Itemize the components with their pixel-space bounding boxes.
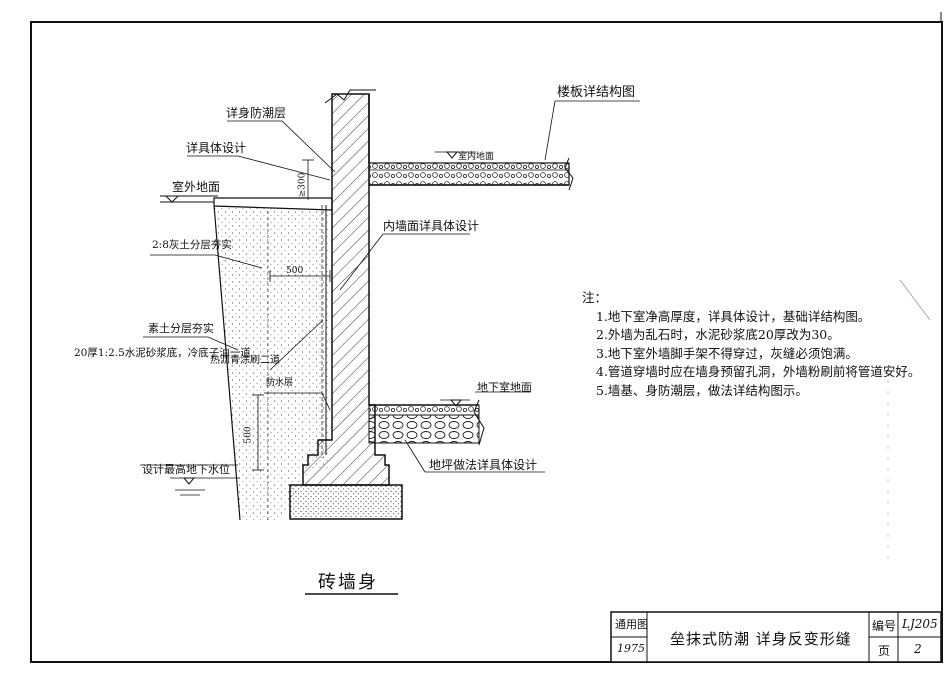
note-item: 3.地下室外墙脚手架不得穿过，灰缝必须饱满。	[596, 345, 858, 361]
title-block-page-label: 页	[878, 644, 891, 658]
clay-backfill	[214, 205, 330, 520]
label-design-water-level: 设计最高地下水位	[142, 463, 230, 476]
notes-heading: 注：	[582, 290, 608, 305]
outdoor-ground-marker	[164, 195, 180, 203]
label-outdoor-ground: 室外地面	[172, 180, 221, 194]
indoor-ground-marker	[445, 151, 459, 159]
sheet-border	[30, 21, 943, 663]
title-block-sheet-label: 编号	[872, 619, 897, 633]
water-level-marker	[182, 477, 196, 485]
label-plain-clay: 素土分层夯实	[148, 322, 214, 335]
label-wall-body-waterproof: 详身防潮层	[226, 106, 287, 120]
drawing-title: 砖墙身	[318, 572, 378, 593]
label-mortar-plaster: 20厚1:2.5水泥砂浆底，冷底子油一道	[74, 347, 251, 359]
label-specific-design: 详具体设计	[186, 141, 247, 155]
notes: 注： 1.地下室净高厚度，详具体设计，基础详结构图。 2.外墙为乱石时，水泥砂浆…	[582, 289, 920, 400]
title-block-year: 1975	[617, 642, 645, 655]
label-floor-method: 地坪做法详具体设计	[429, 458, 538, 472]
label-waterproof-layer: 防水层	[266, 378, 294, 388]
title-block-main-title: 垒抹式防潮 详身反变形缝	[670, 630, 852, 648]
label-asphalt-twice: 热沥青涂刷二道	[210, 355, 280, 366]
title-block-page-number: 2	[914, 642, 922, 656]
label-dim-500-horizontal: 500	[286, 266, 304, 276]
title-block-standard: 通用图	[615, 618, 648, 631]
label-clay-backfill: 2:8灰土分层夯实	[152, 239, 232, 251]
upper-floor-slab	[368, 162, 570, 186]
title-block-sheet-code: LJ205	[902, 617, 938, 631]
basement-floor-base	[368, 414, 480, 444]
label-basement-ground: 地下室地面	[477, 381, 532, 394]
note-item: 4.管道穿墙时应在墙身预留孔洞，外墙粉刷前将管道安好。	[596, 364, 921, 379]
label-min-300: ≥300	[297, 172, 308, 198]
label-dim-500-vertical: 500	[243, 426, 254, 444]
label-inner-wall-surface: 内墙面详具体设计	[383, 219, 480, 233]
note-item: 1.地下室净高厚度，详具体设计，基础详结构图。	[596, 308, 871, 324]
note-item: 2.外墙为乱石时，水泥砂浆底20厚改为30。	[596, 327, 840, 342]
label-floor-slab-detail: 楼板详结构图	[557, 85, 636, 100]
label-indoor-ground: 室内地面	[458, 152, 495, 162]
note-item: 5.墙基、身防潮层，做法详结构图示。	[596, 382, 808, 398]
footing	[289, 484, 403, 520]
basement-floor	[368, 404, 480, 416]
